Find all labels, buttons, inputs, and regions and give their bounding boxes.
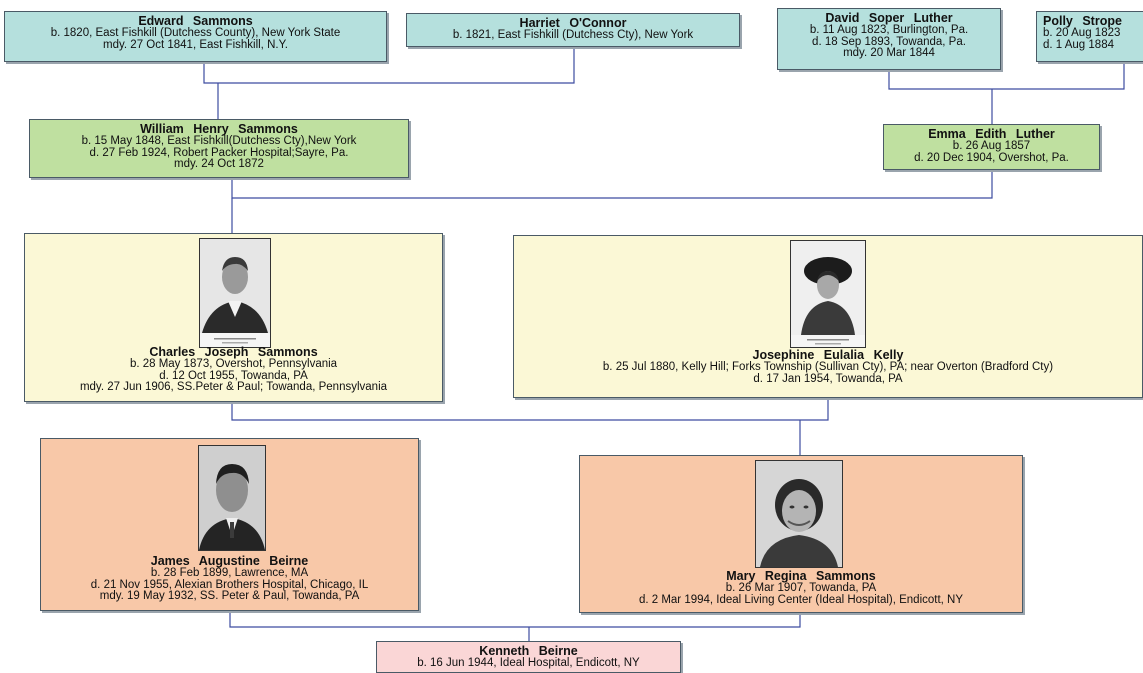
person-card-mary-regina-sammons[interactable]: Mary Regina Sammons b. 26 Mar 1907, Towa… [579,455,1023,613]
birth-line: b. 26 Aug 1857 [952,140,1031,152]
person-name: William Henry Sammons [140,122,298,136]
marriage-line: mdy. 27 Oct 1841, East Fishkill, N.Y. [103,38,288,51]
death-line: d. 27 Feb 1924, Robert Packer Hospital;S… [89,146,349,159]
marriage-line: mdy. 27 Jun 1906, SS.Peter & Paul; Towan… [79,381,388,393]
marriage-line: mdy. 20 Mar 1844 [843,47,935,59]
portrait-photo-charles [199,238,271,348]
person-card-kenneth-beirne[interactable]: Kenneth Beirne b. 16 Jun 1944, Ideal Hos… [376,641,681,673]
birth-line: b. 20 Aug 1823 [1043,27,1121,39]
person-name: Mary Regina Sammons [726,569,876,583]
marriage-line: mdy. 24 Oct 1872 [174,158,264,170]
portrait-photo-james [198,445,266,551]
person-name: Emma Edith Luther [928,127,1055,141]
birth-line: b. 11 Aug 1823, Burlington, Pa. [809,24,969,36]
marriage-line: mdy. 19 May 1932, SS. Peter & Paul, Towa… [99,590,360,602]
death-line: d. 17 Jan 1954, Towanda, PA [753,372,903,385]
person-card-james-augustine-beirne[interactable]: James Augustine Beirne b. 28 Feb 1899, L… [40,438,419,611]
person-card-edward-sammons[interactable]: Edward Sammons b. 1820, East Fishkill (D… [4,11,387,62]
portrait-photo-josephine [790,240,866,348]
connector-william-emma [231,170,993,199]
person-name: Polly Strope [1043,14,1122,28]
birth-line: b. 28 Feb 1899, Lawrence, MA [150,567,309,579]
birth-line: b. 25 Jul 1880, Kelly Hill; Forks Townsh… [602,361,1054,373]
connector-edward-harriet [203,47,575,84]
person-card-william-henry-sammons[interactable]: William Henry Sammons b. 15 May 1848, Ea… [29,119,409,178]
death-line: d. 12 Oct 1955, Towanda, PA [159,369,308,382]
person-card-polly-strope[interactable]: Polly Strope b. 20 Aug 1823 d. 1 Aug 188… [1036,11,1143,62]
person-name: David Soper Luther [825,11,953,25]
birth-line: b. 1821, East Fishkill (Dutchess Cty), N… [452,29,694,41]
death-line: d. 18 Sep 1893, Towanda, Pa. [812,35,966,48]
birth-line: b. 15 May 1848, East Fishkill(Dutchess C… [81,135,357,147]
person-card-josephine-eulalia-kelly[interactable]: Josephine Eulalia Kelly b. 25 Jul 1880, … [513,235,1143,398]
person-name: Harriet O'Connor [519,16,627,30]
death-line: d. 20 Dec 1904, Overshot, Pa. [914,151,1069,164]
connector-james-mary [229,611,801,628]
birth-line: b. 16 Jun 1944, Ideal Hospital, Endicott… [417,657,640,669]
connector-charles-josephine [231,398,829,421]
person-card-harriet-oconnor[interactable]: Harriet O'Connor b. 1821, East Fishkill … [406,13,740,47]
portrait-photo-mary [755,460,843,568]
birth-line: b. 26 Mar 1907, Towanda, PA [725,582,877,594]
person-name: Charles Joseph Sammons [149,345,318,359]
person-card-charles-joseph-sammons[interactable]: Charles Joseph Sammons b. 28 May 1873, O… [24,233,443,402]
person-name: Kenneth Beirne [479,644,578,658]
death-line: d. 2 Mar 1994, Ideal Living Center (Idea… [638,593,964,606]
person-name: Josephine Eulalia Kelly [752,348,904,362]
person-card-david-soper-luther[interactable]: David Soper Luther b. 11 Aug 1823, Burli… [777,8,1001,70]
person-card-emma-edith-luther[interactable]: Emma Edith Luther b. 26 Aug 1857 d. 20 D… [883,124,1100,170]
death-line: d. 1 Aug 1884 [1043,38,1114,51]
person-name: James Augustine Beirne [150,554,309,568]
connector-david-polly [888,62,1125,90]
birth-line: b. 28 May 1873, Overshot, Pennsylvania [129,358,338,370]
person-name: Edward Sammons [138,14,253,28]
birth-line: b. 1820, East Fishkill (Dutchess County)… [50,27,341,39]
death-line: d. 21 Nov 1955, Alexian Brothers Hospita… [90,578,369,591]
